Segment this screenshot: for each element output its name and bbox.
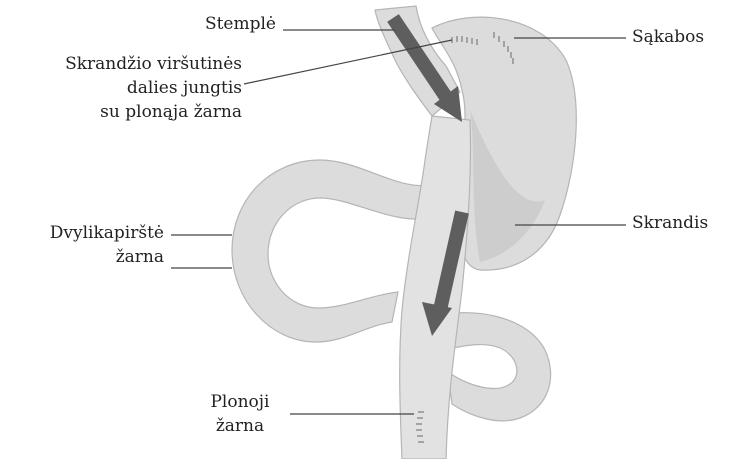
label-duodenum: Dvylikapirštė žarna (4, 221, 164, 269)
label-duodenum-line1: Dvylikapirštė (4, 221, 164, 245)
label-small-intestine-line1: Plonoji (190, 390, 290, 414)
label-esophagus: Stemplė (150, 12, 276, 36)
label-stomach-text: Skrandis (632, 211, 738, 235)
label-staples-text: Sąkabos (632, 25, 736, 49)
label-small-intestine: Plonoji žarna (190, 390, 290, 438)
label-staples: Sąkabos (632, 25, 736, 49)
label-small-intestine-line2: žarna (190, 414, 290, 438)
label-duodenum-line2: žarna (4, 245, 164, 269)
label-junction-line2: dalies jungtis (6, 76, 242, 100)
label-junction-line1: Skrandžio viršutinės (6, 52, 242, 76)
label-gastric-junction: Skrandžio viršutinės dalies jungtis su p… (6, 52, 242, 124)
label-esophagus-text: Stemplė (150, 12, 276, 36)
label-stomach: Skrandis (632, 211, 738, 235)
label-junction-line3: su plonąja žarna (6, 100, 242, 124)
